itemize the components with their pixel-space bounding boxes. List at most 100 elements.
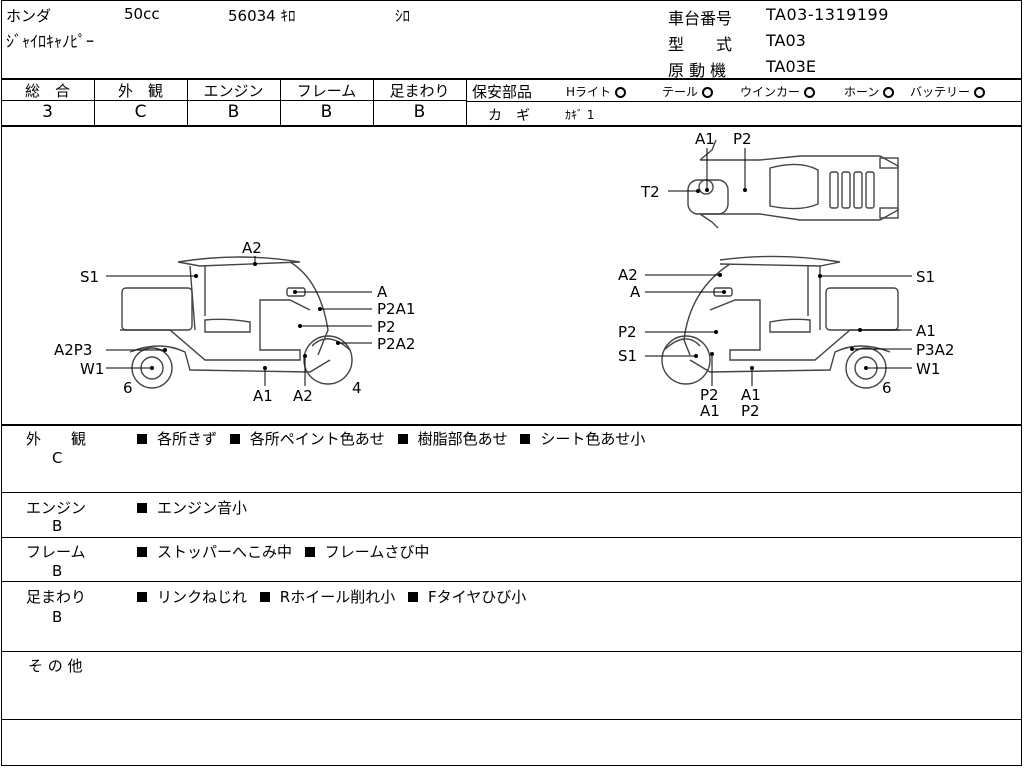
- remark-divider: [1, 651, 1022, 652]
- safety-label: 保安部品: [472, 83, 533, 101]
- damage-label: P2: [700, 386, 719, 404]
- mileage: 56034 ｷﾛ: [228, 7, 296, 25]
- grade-col-line: [373, 79, 374, 125]
- type-value: TA03: [766, 31, 806, 50]
- remark-engine-label: エンジン: [26, 499, 87, 517]
- chassis-number: TA03-1319199: [766, 5, 889, 24]
- bullet-square-icon: [304, 547, 315, 557]
- remark-suspension-grade: B: [52, 608, 63, 626]
- damage-label: T2: [641, 183, 660, 201]
- safety-battery: バッテリー: [910, 83, 986, 100]
- remark-exterior-grade: C: [52, 449, 63, 467]
- damage-label: S1: [618, 347, 638, 365]
- safety-winker: ウインカー: [740, 83, 816, 100]
- damage-label: A2P3: [54, 341, 93, 359]
- bullet-square-icon: [397, 434, 408, 444]
- remark-suspension-label: 足まわり: [26, 588, 87, 606]
- body-color: ｼﾛ: [395, 7, 411, 25]
- safety-tail: テール: [662, 83, 714, 100]
- damage-label: 4: [352, 379, 362, 397]
- damage-label: W1: [80, 360, 105, 378]
- damage-label: A1: [741, 386, 761, 404]
- damage-label: A1: [253, 387, 273, 405]
- ok-circle-icon: [702, 87, 714, 98]
- damage-label: A2: [293, 387, 313, 405]
- damage-label: P2A1: [377, 300, 416, 318]
- ok-circle-icon: [804, 87, 816, 98]
- bullet-square-icon: [408, 592, 419, 602]
- grade-engine-label: エンジン: [203, 82, 264, 100]
- grade-frame-label: フレーム: [296, 82, 357, 100]
- safety-row-divider: [466, 101, 1022, 102]
- grade-bottom-line: [1, 125, 1022, 127]
- damage-label: P2: [741, 402, 760, 420]
- grade-col-line: [94, 79, 95, 125]
- damage-label: A2: [242, 239, 262, 257]
- damage-label: A1: [700, 402, 720, 420]
- maker-name: ホンダ: [6, 7, 52, 25]
- engine-model-value: TA03E: [766, 57, 816, 76]
- bullet-square-icon: [137, 503, 147, 513]
- remark-divider: [1, 719, 1022, 720]
- grade-exterior-value: C: [134, 102, 147, 122]
- grade-exterior-label: 外 観: [117, 82, 163, 100]
- remark-frame-grade: B: [52, 562, 63, 580]
- top-view-outline: [687, 139, 899, 229]
- grade-engine-value: B: [227, 102, 240, 122]
- remark-frame-label: フレーム: [26, 543, 86, 561]
- grade-suspension-value: B: [413, 102, 426, 122]
- bullet-square-icon: [137, 547, 147, 557]
- damage-label: P2: [733, 130, 752, 148]
- left-side-view-outline: [120, 256, 353, 389]
- grade-row-divider: [1, 100, 466, 101]
- key-value: ｶｷﾞ 1: [565, 108, 595, 122]
- remark-engine-grade: B: [52, 517, 63, 535]
- diagram-bottom-line: [1, 424, 1022, 426]
- damage-label: W1: [916, 360, 941, 378]
- damage-label: S1: [80, 268, 100, 286]
- model-name: ｼﾞｬｲﾛｷｬﾉﾋﾟｰ: [6, 32, 95, 51]
- damage-label: A1: [695, 130, 715, 148]
- bullet-square-icon: [520, 434, 531, 444]
- damage-label: A: [630, 283, 641, 301]
- remark-other-label: そ の 他: [28, 657, 83, 675]
- remark-divider: [1, 581, 1022, 582]
- damage-label: P2: [618, 323, 637, 341]
- engine-model-label: 原 動 機: [668, 61, 727, 80]
- damage-label: A1: [916, 322, 936, 340]
- remark-exterior-label: 外 観: [26, 430, 87, 448]
- ok-circle-icon: [974, 87, 986, 98]
- remark-frame-items: ストッパーへこみ中 フレームさび中: [137, 541, 429, 562]
- damage-label: 6: [882, 379, 892, 397]
- damage-label: P3A2: [916, 341, 955, 359]
- ok-circle-icon: [615, 87, 627, 98]
- damage-label: S1: [916, 268, 936, 286]
- grade-suspension-label: 足まわり: [389, 82, 450, 100]
- damage-label: A2: [618, 266, 638, 284]
- grade-total-label: 総 合: [24, 82, 70, 100]
- damage-label: P2A2: [377, 335, 416, 353]
- bullet-square-icon: [137, 434, 147, 444]
- remark-divider: [1, 492, 1022, 493]
- remark-engine-items: エンジン音小: [137, 497, 247, 518]
- damage-label: P2: [377, 318, 396, 336]
- damage-label: 6: [123, 379, 133, 397]
- key-label: カ ギ: [488, 108, 530, 124]
- grade-col-line: [280, 79, 281, 125]
- safety-headlight: Hライト: [566, 83, 627, 100]
- type-label: 型 式: [668, 35, 733, 54]
- remark-divider: [1, 537, 1022, 538]
- bullet-square-icon: [259, 592, 270, 602]
- safety-horn: ホーン: [844, 83, 895, 100]
- bullet-square-icon: [137, 592, 147, 602]
- remark-suspension-items: リンクねじれ Rホイール削れ小 Fタイヤひび小: [137, 586, 526, 607]
- ok-circle-icon: [883, 87, 895, 98]
- damage-label: A: [377, 283, 388, 301]
- engine-cc: 50cc: [124, 5, 160, 23]
- bullet-square-icon: [229, 434, 240, 444]
- chassis-label: 車台番号: [668, 9, 733, 28]
- grade-total-value: 3: [42, 102, 53, 122]
- remark-exterior-items: 各所きず 各所ペイント色あせ 樹脂部色あせ シート色あせ小: [137, 428, 645, 449]
